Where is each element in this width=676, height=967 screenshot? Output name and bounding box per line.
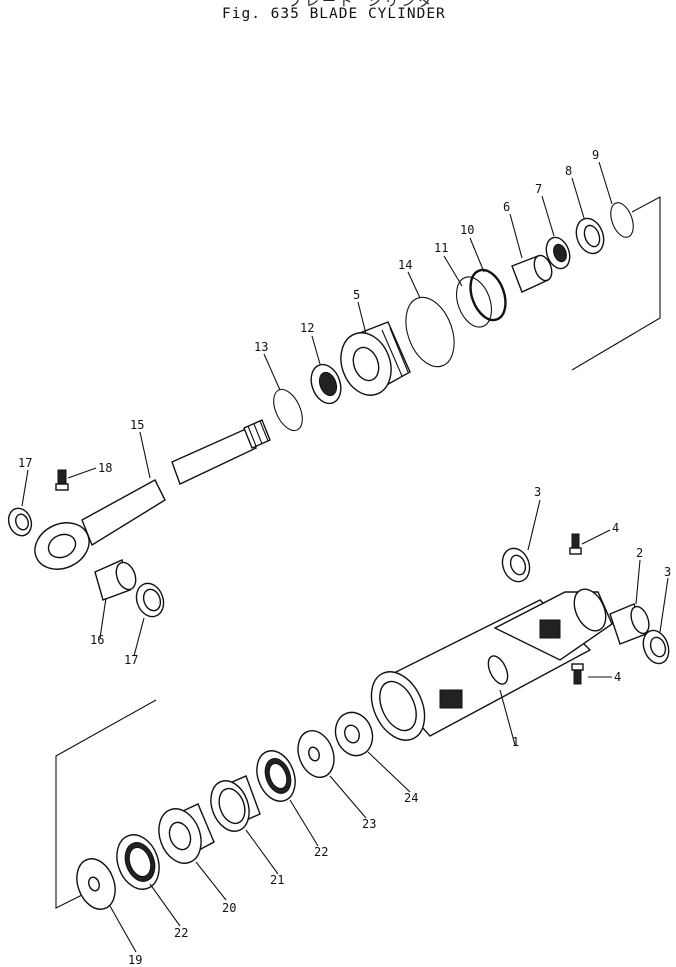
callout-21: 21 (270, 873, 284, 887)
piston-ring (210, 775, 261, 832)
cylinder-bushing-right (642, 629, 670, 665)
callout-19: 19 (128, 953, 142, 967)
callout-10: 10 (460, 223, 474, 237)
rod-end-bushing (7, 507, 33, 537)
callout-9: 9 (592, 148, 599, 162)
callout-4-lower: 4 (614, 670, 621, 684)
head-o-ring (405, 296, 455, 368)
callout-14: 14 (398, 258, 412, 272)
rod-bushing (94, 559, 137, 601)
callout-22-lower: 22 (174, 926, 188, 940)
piston-plate (297, 730, 335, 778)
figure-title-japanese: ブレード シリンダ (288, 0, 436, 10)
callout-24: 24 (404, 791, 418, 805)
callout-17-upper: 17 (18, 456, 32, 470)
rod-seal-bushing (511, 254, 553, 293)
wear-ring-lower (116, 834, 160, 890)
rod-dust-seal (135, 582, 165, 618)
piston-rod (34, 419, 271, 570)
grease-fitting-upper (569, 533, 582, 555)
callout-13: 13 (254, 340, 268, 354)
dust-seal (575, 217, 605, 255)
callout-18: 18 (98, 461, 112, 475)
callout-23: 23 (362, 817, 376, 831)
dust-seal-snap-ring (610, 202, 634, 238)
callout-22-upper: 22 (314, 845, 328, 859)
callout-3-left: 3 (534, 485, 541, 499)
grease-fitting-rod (55, 469, 69, 491)
callout-17-lower: 17 (124, 653, 138, 667)
upper-group-bracket (571, 196, 661, 371)
piston-nut (334, 711, 374, 757)
head-bushing (310, 363, 342, 405)
callout-20: 20 (222, 901, 236, 915)
o-ring-small (469, 268, 507, 322)
callout-15: 15 (130, 418, 144, 432)
snap-ring (273, 388, 303, 432)
callout-16: 16 (90, 633, 104, 647)
callout-3-right: 3 (664, 565, 671, 579)
callout-12: 12 (300, 321, 314, 335)
end-plate (76, 858, 116, 910)
callout-6: 6 (503, 200, 510, 214)
callout-2: 2 (636, 546, 643, 560)
callout-1: 1 (512, 735, 519, 749)
u-packing (545, 236, 571, 270)
callout-11: 11 (434, 241, 448, 255)
callout-4-upper: 4 (612, 521, 619, 535)
cylinder-head (340, 321, 411, 396)
cylinder-bushing-left (501, 547, 531, 583)
backup-ring (455, 276, 493, 328)
grease-fitting-lower (571, 663, 584, 685)
cylinder-end-bushing (609, 603, 650, 645)
callout-7: 7 (535, 182, 542, 196)
lower-group-bracket (55, 699, 157, 909)
leader-lines (21, 161, 669, 953)
callout-5: 5 (353, 288, 360, 302)
wear-ring-upper (256, 750, 296, 802)
figure-title: Fig. 635 BLADE CYLINDER (222, 6, 446, 22)
callout-8: 8 (565, 164, 572, 178)
cylinder-tube (370, 588, 613, 741)
callout-labels: 1 2 3 3 4 4 5 6 7 8 9 10 11 12 13 14 15 … (18, 148, 671, 967)
piston (158, 803, 215, 864)
